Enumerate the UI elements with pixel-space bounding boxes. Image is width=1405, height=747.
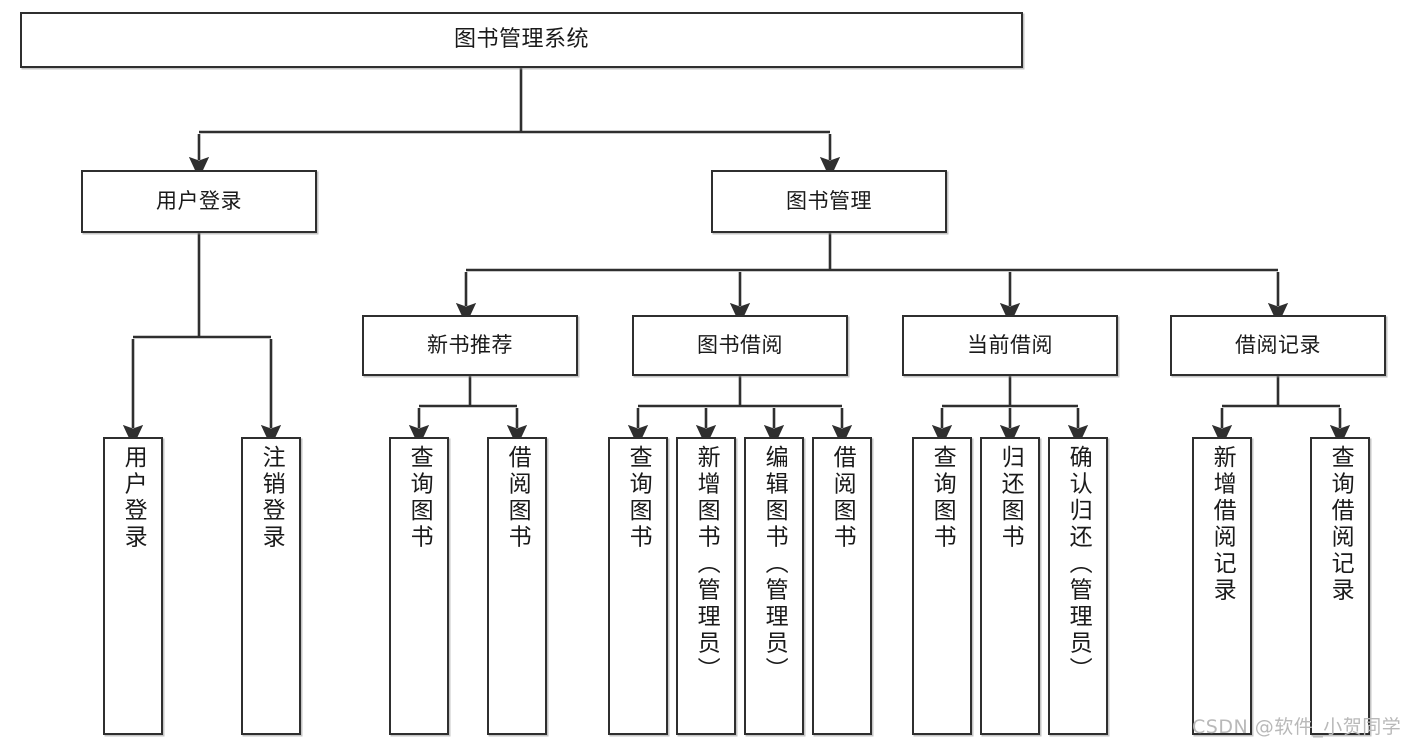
node-book-management-label: 图书管理 xyxy=(786,189,872,214)
node-leaf-borrow-book-2[interactable]: 借阅图书 xyxy=(812,437,872,735)
node-new-book-recommend[interactable]: 新书推荐 xyxy=(362,315,578,376)
node-leaf-add-record[interactable]: 新增借阅记录 xyxy=(1192,437,1252,735)
node-leaf-borrow-book-1-label: 借阅图书 xyxy=(504,445,531,551)
node-leaf-user-login-label: 用户登录 xyxy=(120,445,147,551)
node-leaf-query-book-1-label: 查询图书 xyxy=(406,445,433,551)
node-leaf-logout[interactable]: 注销登录 xyxy=(241,437,301,735)
node-leaf-query-book-3[interactable]: 查询图书 xyxy=(912,437,972,735)
node-leaf-query-book-1[interactable]: 查询图书 xyxy=(389,437,449,735)
node-leaf-logout-label: 注销登录 xyxy=(258,445,285,551)
node-leaf-confirm-return-label: 确认归还（管理员） xyxy=(1065,445,1092,684)
node-borrow-record[interactable]: 借阅记录 xyxy=(1170,315,1386,376)
node-user-login[interactable]: 用户登录 xyxy=(81,170,317,233)
node-borrow-record-label: 借阅记录 xyxy=(1235,333,1321,358)
node-leaf-add-book[interactable]: 新增图书（管理员） xyxy=(676,437,736,735)
node-leaf-add-record-label: 新增借阅记录 xyxy=(1209,445,1236,604)
node-leaf-edit-book[interactable]: 编辑图书（管理员） xyxy=(744,437,804,735)
node-leaf-query-book-2[interactable]: 查询图书 xyxy=(608,437,668,735)
node-leaf-edit-book-label: 编辑图书（管理员） xyxy=(761,445,788,684)
node-leaf-add-book-label: 新增图书（管理员） xyxy=(693,445,720,684)
node-leaf-query-book-2-label: 查询图书 xyxy=(625,445,652,551)
node-leaf-borrow-book-2-label: 借阅图书 xyxy=(829,445,856,551)
node-leaf-return-book[interactable]: 归还图书 xyxy=(980,437,1040,735)
node-leaf-query-record[interactable]: 查询借阅记录 xyxy=(1310,437,1370,735)
node-root-label: 图书管理系统 xyxy=(453,27,589,53)
node-book-borrow[interactable]: 图书借阅 xyxy=(632,315,848,376)
node-leaf-borrow-book-1[interactable]: 借阅图书 xyxy=(487,437,547,735)
node-book-borrow-label: 图书借阅 xyxy=(697,333,783,358)
node-current-borrow[interactable]: 当前借阅 xyxy=(902,315,1118,376)
node-current-borrow-label: 当前借阅 xyxy=(967,333,1053,358)
node-leaf-query-record-label: 查询借阅记录 xyxy=(1327,445,1354,604)
node-root[interactable]: 图书管理系统 xyxy=(20,12,1023,68)
node-leaf-query-book-3-label: 查询图书 xyxy=(929,445,956,551)
node-user-login-label: 用户登录 xyxy=(156,189,242,214)
node-book-management[interactable]: 图书管理 xyxy=(711,170,947,233)
node-new-book-recommend-label: 新书推荐 xyxy=(427,333,513,358)
node-leaf-return-book-label: 归还图书 xyxy=(997,445,1024,551)
node-leaf-user-login[interactable]: 用户登录 xyxy=(103,437,163,735)
csdn-watermark: CSDN @软件_小贺同学 xyxy=(1192,716,1402,738)
node-leaf-confirm-return[interactable]: 确认归还（管理员） xyxy=(1048,437,1108,735)
